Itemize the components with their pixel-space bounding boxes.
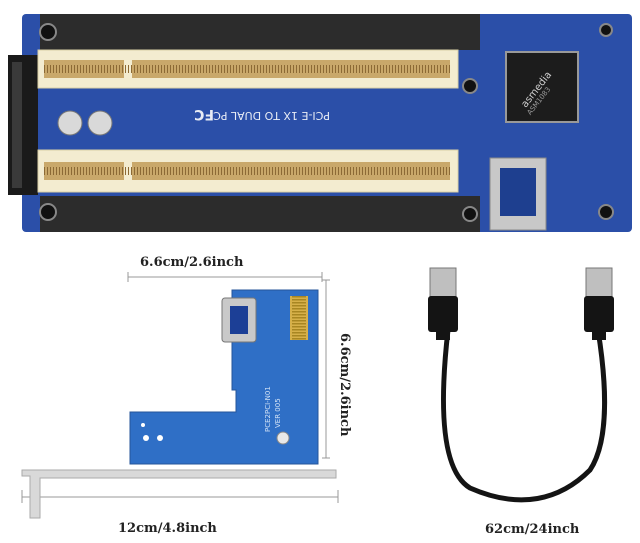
usb-plug-left: [429, 267, 457, 299]
riser-adapter: PCE2PCI-N01 VER 005: [21, 289, 337, 519]
pci-slot-top: [37, 49, 459, 89]
height-dimension-label: 6.6cm/2.6inch: [337, 333, 352, 437]
cert-mark: FC: [194, 106, 214, 122]
bridge-chip: [505, 51, 579, 123]
capacitor: [87, 110, 113, 136]
dimension-lines: [21, 272, 339, 503]
width-dimension-label: 6.6cm/2.6inch: [140, 255, 244, 270]
board-title: PCI-E 1X TO DUAL PCI: [210, 109, 330, 122]
pci-card: PCI-E 1X TO DUAL PCI FC asmedia ASM1083: [8, 14, 632, 232]
riser-pcb: [129, 289, 319, 465]
pci-slot-bottom: [37, 149, 459, 193]
bracket-dimension-label: 12cm/4.8inch: [118, 521, 217, 536]
cable-length-label: 62cm/24inch: [485, 522, 580, 537]
usb-plug-right: [585, 267, 613, 299]
riser-version: VER 005: [274, 398, 282, 428]
usb-cable: [428, 267, 614, 503]
low-profile-bracket: [21, 469, 337, 519]
riser-model: PCE2PCI-N01: [264, 386, 272, 432]
capacitor: [57, 110, 83, 136]
